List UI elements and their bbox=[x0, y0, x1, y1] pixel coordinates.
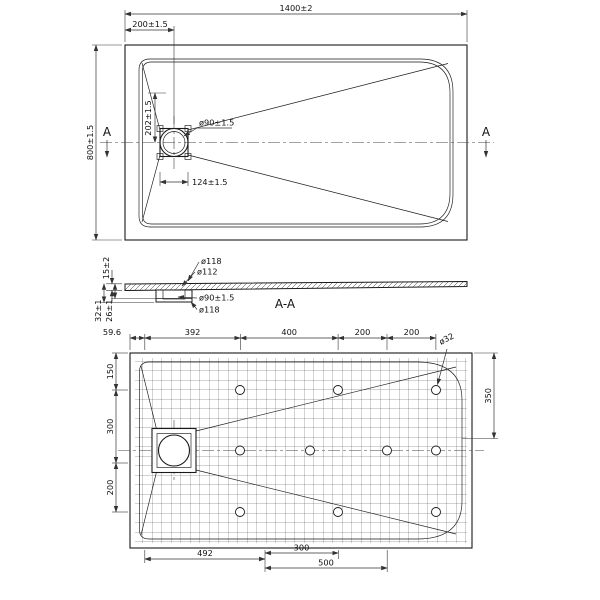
basin-edge-bottom bbox=[139, 361, 463, 540]
dim-59-6: 59.6 bbox=[103, 327, 121, 337]
dim-drain-offset-x: 200±1.5 bbox=[132, 19, 168, 29]
dim-300-bottom: 300 bbox=[294, 543, 310, 553]
bottom-fold-lines bbox=[140, 365, 457, 536]
basin-rim-inner bbox=[142, 61, 451, 225]
dim-492: 492 bbox=[197, 548, 213, 558]
dim-drain-offset-y: 202±1.5 bbox=[143, 100, 153, 136]
section-label-right: A bbox=[482, 125, 491, 139]
dim-hole-dia: ø32 bbox=[437, 331, 455, 347]
dim-flange-width: 124±1.5 bbox=[192, 177, 228, 187]
dim-400: 400 bbox=[281, 327, 297, 337]
drain-circle-outer bbox=[159, 127, 189, 158]
dim-overall-width: 1400±2 bbox=[280, 3, 313, 13]
section-label-left: A bbox=[103, 125, 112, 139]
drain-circle-inner bbox=[162, 131, 186, 154]
section-view: 15±2 ø118 ø112 32±1 26±1 ø90±1.5 ø118 A-… bbox=[93, 256, 468, 322]
dim-200-a: 200 bbox=[355, 327, 371, 337]
section-slab bbox=[124, 280, 468, 292]
dim-overall-height: 800±1.5 bbox=[85, 125, 95, 161]
dim-200-b: 200 bbox=[404, 327, 420, 337]
dim-dia112: ø112 bbox=[197, 267, 218, 277]
dim-200-left: 200 bbox=[105, 480, 115, 496]
bottom-view: 59.6 392 400 200 200 ø32 150 300 200 350 bbox=[103, 327, 498, 572]
top-view: 1400±2 200±1.5 800±1.5 202±1.5 ø90±1.5 1… bbox=[85, 3, 494, 241]
dim-150: 150 bbox=[105, 364, 115, 380]
dim-drain-dia: ø90±1.5 bbox=[199, 118, 234, 128]
dim-dia118-top: ø118 bbox=[201, 256, 222, 266]
dim-500: 500 bbox=[318, 558, 334, 568]
bottom-view-dimensions: 59.6 392 400 200 200 ø32 150 300 200 350 bbox=[103, 327, 498, 572]
top-view-dimensions: 1400±2 200±1.5 800±1.5 202±1.5 ø90±1.5 1… bbox=[85, 3, 491, 241]
mounting-holes bbox=[235, 385, 441, 517]
dim-dia90: ø90±1.5 bbox=[199, 293, 234, 303]
dim-h32: 32±1 bbox=[93, 300, 103, 323]
dim-350: 350 bbox=[483, 388, 493, 404]
section-title: A-A bbox=[275, 297, 296, 311]
drain-bottom bbox=[151, 427, 197, 474]
drain-section bbox=[155, 289, 193, 303]
section-view-dimensions: 15±2 ø118 ø112 32±1 26±1 ø90±1.5 ø118 A-… bbox=[93, 256, 296, 322]
basin-rim-outer bbox=[138, 58, 454, 228]
dim-rim-height: 15±2 bbox=[101, 257, 111, 280]
dim-392: 392 bbox=[185, 327, 201, 337]
dim-h26: 26±1 bbox=[104, 300, 114, 323]
dim-300-left: 300 bbox=[105, 419, 115, 435]
drain-top bbox=[156, 125, 192, 160]
dim-dia118-bottom: ø118 bbox=[199, 305, 220, 315]
